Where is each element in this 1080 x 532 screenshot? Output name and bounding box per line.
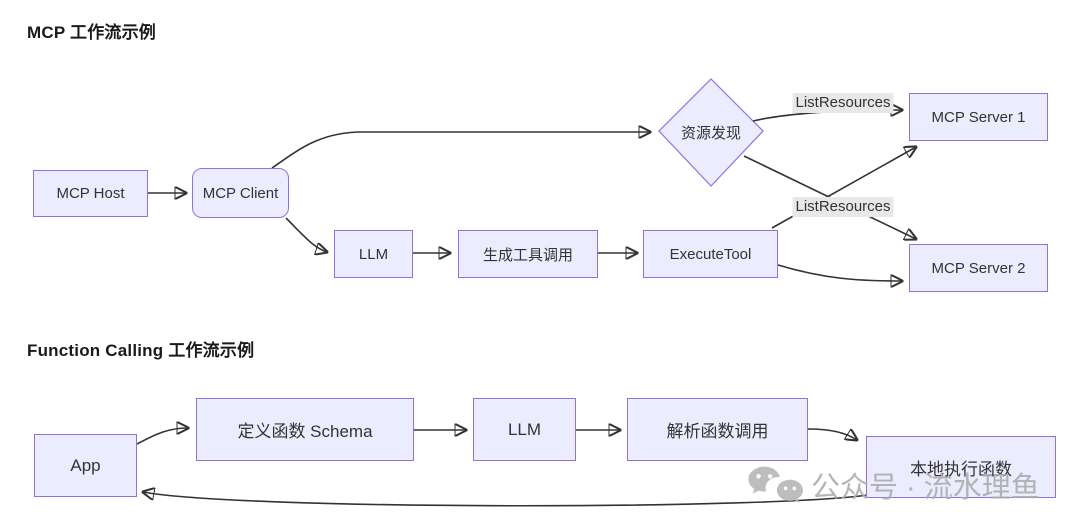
node-define-schema: 定义函数 Schema <box>196 398 414 461</box>
node-generate-tool-call: 生成工具调用 <box>458 230 598 278</box>
node-llm-top: LLM <box>334 230 413 278</box>
edge-mcp-client-to-llm <box>285 217 327 252</box>
wechat-icon <box>748 466 803 503</box>
node-mcp-server-2: MCP Server 2 <box>909 244 1048 292</box>
node-parse-call: 解析函数调用 <box>627 398 808 461</box>
edge-local-execute-to-app <box>143 492 876 507</box>
node-mcp-client: MCP Client <box>192 168 289 218</box>
edge-execute-tool-to-mcp-server-2 <box>777 264 902 281</box>
edge-parse-call-to-local-execute <box>807 428 857 440</box>
node-resource-discovery: 资源发现 <box>680 125 741 142</box>
node-local-execute: 本地执行函数 <box>866 436 1056 498</box>
node-mcp-host: MCP Host <box>33 170 148 217</box>
mcp-flow-title: MCP 工作流示例 <box>27 23 156 42</box>
node-app: App <box>34 434 137 497</box>
watermark: 公众号 · 流水理鱼 <box>747 464 1040 506</box>
node-mcp-server-1: MCP Server 1 <box>909 93 1048 141</box>
edge-label-listresources-2: ListResources <box>792 197 894 217</box>
edge-label-listresources-1: ListResources <box>792 93 894 113</box>
node-llm-bottom: LLM <box>473 398 576 461</box>
edge-mcp-client-to-resource-discovery <box>271 132 650 169</box>
watermark-text: 公众号 · 流水理鱼 <box>811 472 1040 504</box>
resource-discovery-diamond-shape <box>658 78 764 187</box>
function-calling-flow-title: Function Calling 工作流示例 <box>27 341 255 360</box>
node-execute-tool: ExecuteTool <box>643 230 778 278</box>
edge-app-to-define-schema <box>136 428 188 445</box>
